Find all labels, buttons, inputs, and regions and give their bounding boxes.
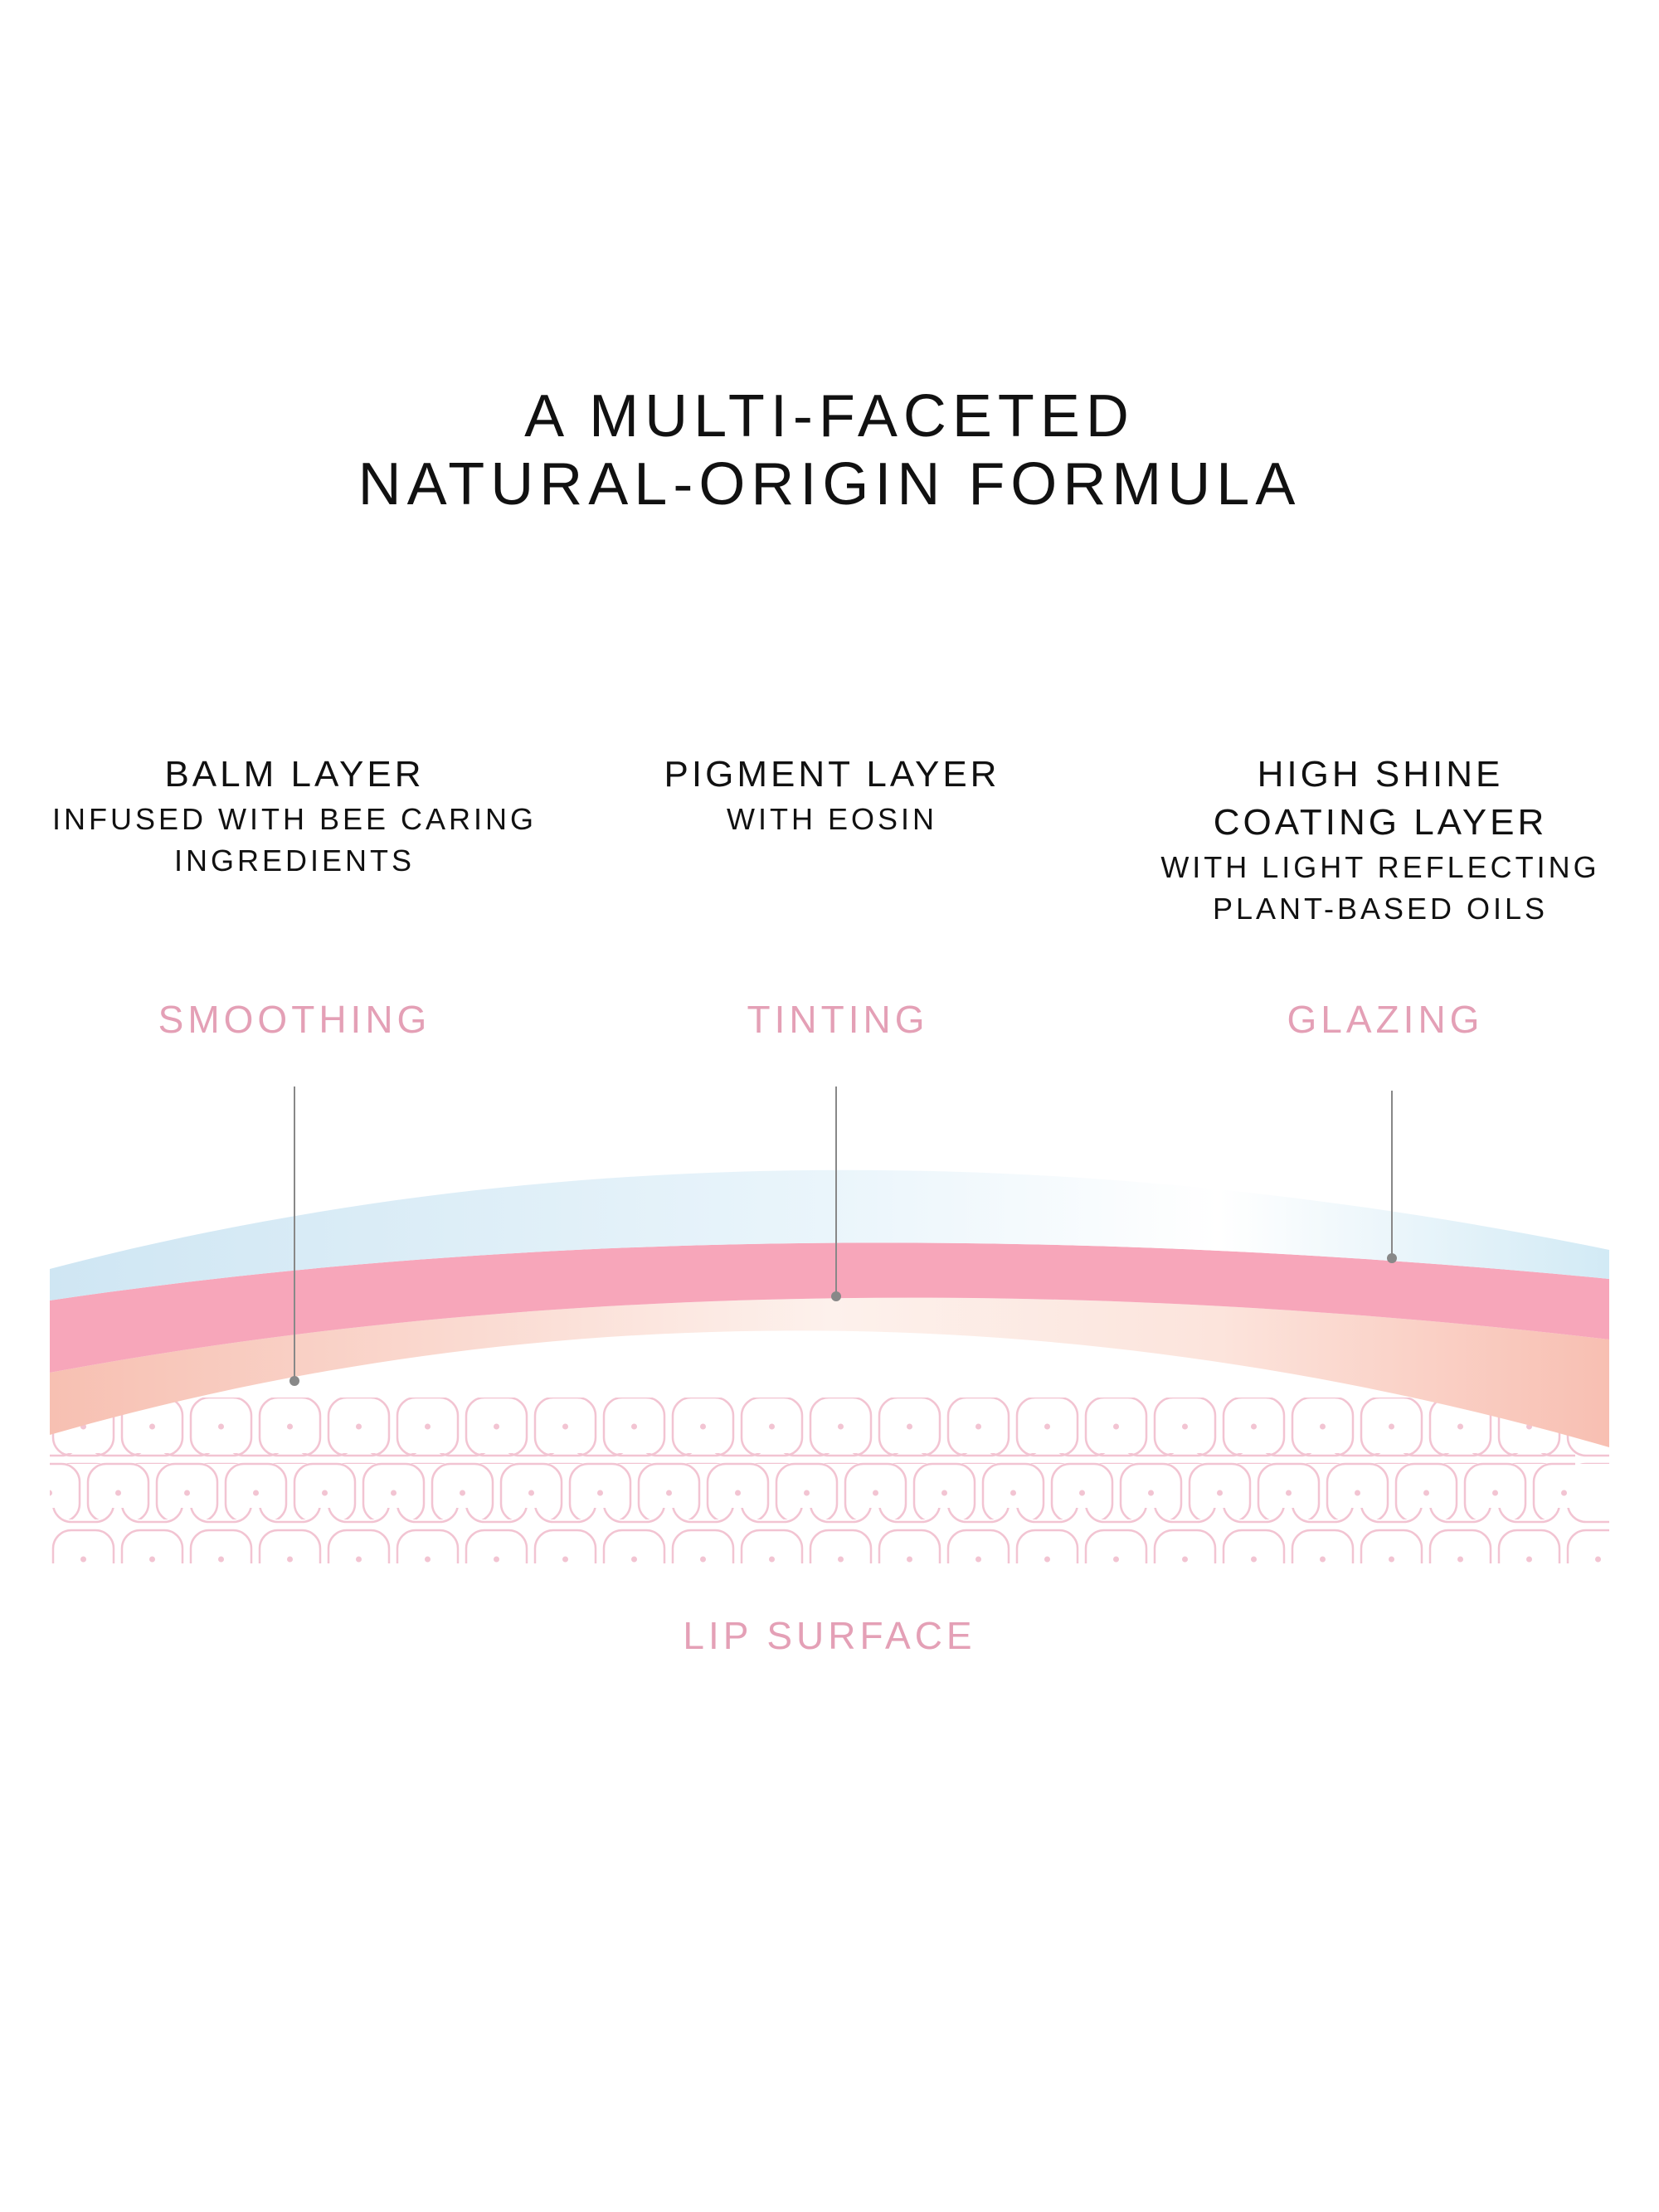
balm-layer-subtext-1: INFUSED WITH BEE CARING	[51, 802, 538, 836]
lip-surface-label: LIP SURFACE	[683, 1614, 976, 1657]
shine-layer-subtext-1: WITH LIGHT REFLECTING	[1160, 850, 1600, 884]
balm-layer-subtext-2: INGREDIENTS	[173, 843, 416, 878]
benefit-tinting: TINTING	[747, 998, 929, 1041]
pointer-tinting	[831, 1087, 841, 1301]
balm-layer-description: BALM LAYER INFUSED WITH BEE CARING INGRE…	[0, 751, 593, 882]
lip-cells	[50, 1398, 1609, 1563]
pigment-layer-band	[50, 1242, 1609, 1373]
page-title-line-2: NATURAL-ORIGIN FORMULA	[358, 451, 1301, 518]
shine-layer-description: HIGH SHINE COATING LAYER WITH LIGHT REFL…	[1082, 751, 1659, 930]
pigment-layer-description: PIGMENT LAYER WITH EOSIN	[533, 751, 1131, 840]
shine-layer-heading-1: HIGH SHINE	[1257, 754, 1504, 795]
pointer-smoothing	[289, 1087, 299, 1386]
pigment-layer-heading: PIGMENT LAYER	[664, 754, 1000, 795]
benefit-glazing: GLAZING	[1287, 998, 1484, 1041]
page-title-line-1: A MULTI-FACETED	[524, 383, 1135, 450]
balm-layer-heading: BALM LAYER	[164, 754, 425, 795]
pigment-layer-subtext-1: WITH EOSIN	[727, 802, 937, 836]
balm-layer-band	[50, 1297, 1609, 1447]
shine-layer-heading-2: COATING LAYER	[1213, 802, 1548, 843]
shine-layer-band	[50, 1169, 1609, 1300]
benefit-smoothing: SMOOTHING	[158, 998, 431, 1041]
shine-layer-subtext-2: PLANT-BASED OILS	[1212, 892, 1549, 926]
pointer-glazing	[1387, 1091, 1397, 1263]
